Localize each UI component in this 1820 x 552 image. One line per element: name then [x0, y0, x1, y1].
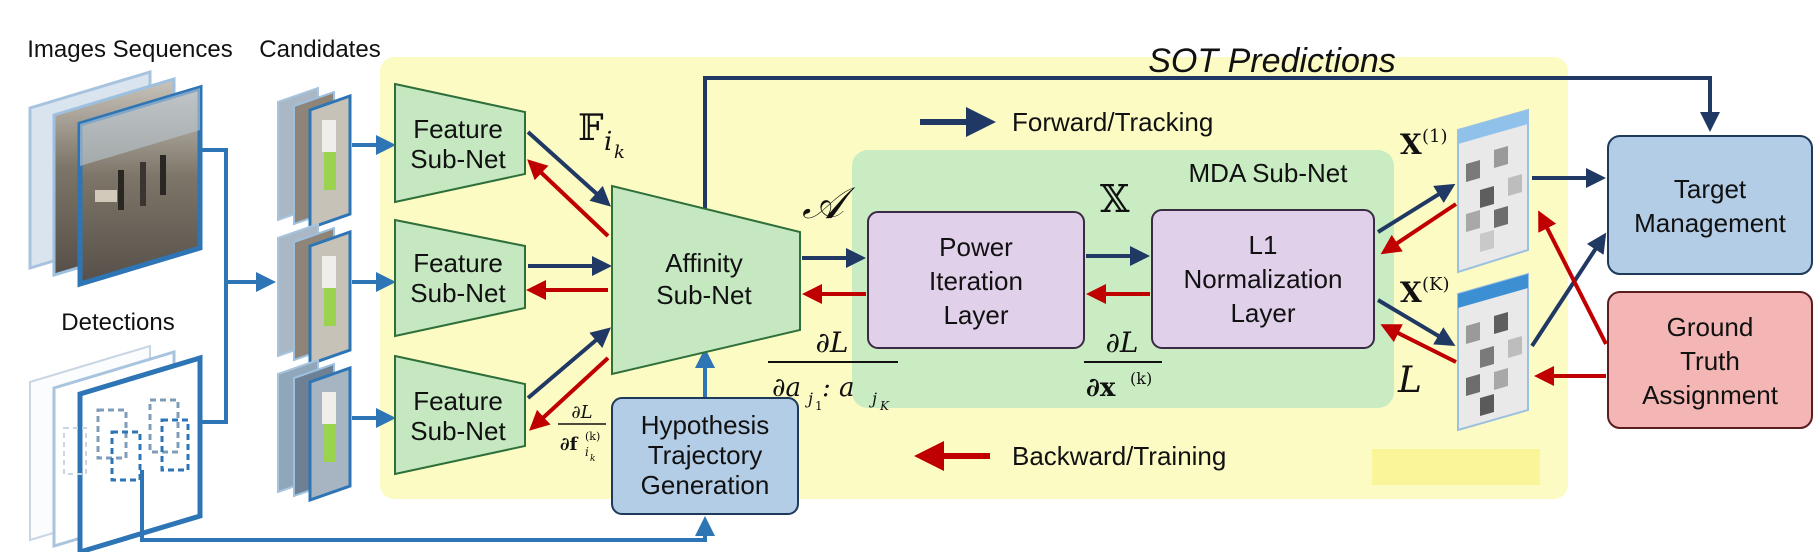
svg-text:k: k [590, 454, 595, 464]
affinity-power-arrows [802, 248, 866, 304]
svg-text:K: K [879, 399, 890, 413]
svg-text:Normalization: Normalization [1184, 264, 1343, 294]
svg-text:k: k [614, 142, 625, 163]
matrix-x1-label: X (1) [1400, 126, 1448, 161]
hypothesis-trajectory-box: Hypothesis Trajectory Generation [611, 397, 799, 515]
feature-subnet-3: Feature Sub-Net [394, 354, 526, 476]
forward-legend-label: Forward/Tracking [1012, 107, 1213, 137]
svg-text:Hypothesis: Hypothesis [641, 410, 770, 440]
images-sequences-label: Images Sequences [27, 36, 232, 63]
svg-text:Power: Power [939, 232, 1013, 262]
svg-text:Feature: Feature [413, 248, 503, 278]
svg-text:j: j [805, 389, 813, 408]
svg-text:Affinity: Affinity [665, 248, 743, 278]
svg-text:: a: : a [822, 373, 855, 403]
svg-text:Ground: Ground [1667, 312, 1754, 342]
svg-text:Target: Target [1674, 174, 1747, 204]
matrix-xk-label: X (K) [1400, 274, 1450, 309]
svg-text:Sub-Net: Sub-Net [410, 416, 506, 446]
legend: Forward/Tracking Backward/Training [914, 107, 1226, 471]
affinity-subnet: Affinity Sub-Net [611, 184, 801, 376]
gradient-feature-label: ∂L ∂f (k) i k [558, 402, 606, 464]
svg-text:Assignment: Assignment [1642, 380, 1779, 410]
svg-text:Feature: Feature [413, 114, 503, 144]
svg-text:𝔽: 𝔽 [578, 108, 604, 149]
svg-text:(k): (k) [585, 430, 600, 443]
target-management-box: Target Management [1607, 135, 1813, 275]
svg-text:Management: Management [1634, 208, 1787, 238]
loss-symbol: L [1397, 360, 1422, 401]
assignment-symbol: 𝕏 [1100, 177, 1130, 221]
svg-text:∂x: ∂x [1086, 373, 1116, 403]
svg-text:X: X [1400, 276, 1422, 309]
feature-affinity-arrows [526, 130, 612, 431]
panel-highlight [1372, 449, 1540, 485]
svg-text:(1): (1) [1422, 126, 1448, 147]
detections-label: Detections [61, 309, 174, 336]
svg-text:Iteration: Iteration [929, 266, 1023, 296]
svg-text:Layer: Layer [1230, 298, 1295, 328]
gradient-x-label: ∂L ∂x (k) [1084, 326, 1162, 403]
feature-symbol: 𝔽 i k [578, 108, 625, 163]
svg-text:Truth: Truth [1680, 346, 1740, 376]
svg-text:∂L: ∂L [1105, 326, 1138, 359]
svg-text:∂L: ∂L [815, 326, 848, 359]
svg-text:Sub-Net: Sub-Net [410, 278, 506, 308]
svg-text:∂f: ∂f [560, 434, 579, 455]
svg-text:Generation: Generation [641, 470, 770, 500]
svg-text:i: i [585, 445, 589, 459]
svg-text:L1: L1 [1249, 230, 1278, 260]
svg-text:Feature: Feature [413, 386, 503, 416]
mda-subnet-label: MDA Sub-Net [1189, 158, 1349, 188]
svg-text:(k): (k) [1130, 369, 1152, 388]
ground-truth-box: Ground Truth Assignment [1607, 291, 1813, 429]
candidate-stack-1 [277, 86, 352, 231]
svg-text:Layer: Layer [943, 300, 1008, 330]
svg-text:j: j [869, 389, 877, 408]
svg-text:(K): (K) [1422, 274, 1450, 295]
svg-text:Trajectory: Trajectory [648, 440, 763, 470]
feature-subnet-2: Feature Sub-Net [394, 218, 526, 338]
candidates-label: Candidates [259, 36, 380, 63]
power-l1-arrows [1086, 246, 1150, 304]
svg-text:1: 1 [815, 399, 823, 413]
sot-predictions-title: SOT Predictions [1148, 42, 1396, 80]
matrix-xk [1457, 272, 1529, 432]
svg-text:∂L: ∂L [571, 402, 592, 423]
candidate-stack-3 [277, 358, 352, 503]
svg-text:∂a: ∂a [772, 373, 801, 403]
candidate-stack-2 [277, 222, 352, 367]
feature-subnet-1: Feature Sub-Net [394, 82, 526, 204]
svg-text:Sub-Net: Sub-Net [410, 144, 506, 174]
svg-text:i: i [604, 127, 612, 157]
backward-legend-label: Backward/Training [1012, 441, 1226, 471]
svg-text:Sub-Net: Sub-Net [656, 280, 752, 310]
svg-text:X: X [1400, 128, 1422, 161]
image-sequence-stack [28, 69, 203, 288]
input-flow-lines [140, 135, 715, 542]
gradient-affinity-label: ∂L ∂a j 1 : a j K [768, 326, 898, 413]
l1-normalization-layer: L1 Normalization Layer [1151, 209, 1375, 349]
l1-matrix-arrows [1376, 183, 1458, 364]
matrix-x1 [1457, 108, 1529, 274]
matrix-output-arrows [1530, 168, 1608, 386]
detection-stack [29, 344, 203, 552]
sot-predictions-path [703, 76, 1720, 215]
power-iteration-layer: Power Iteration Layer [867, 211, 1085, 349]
